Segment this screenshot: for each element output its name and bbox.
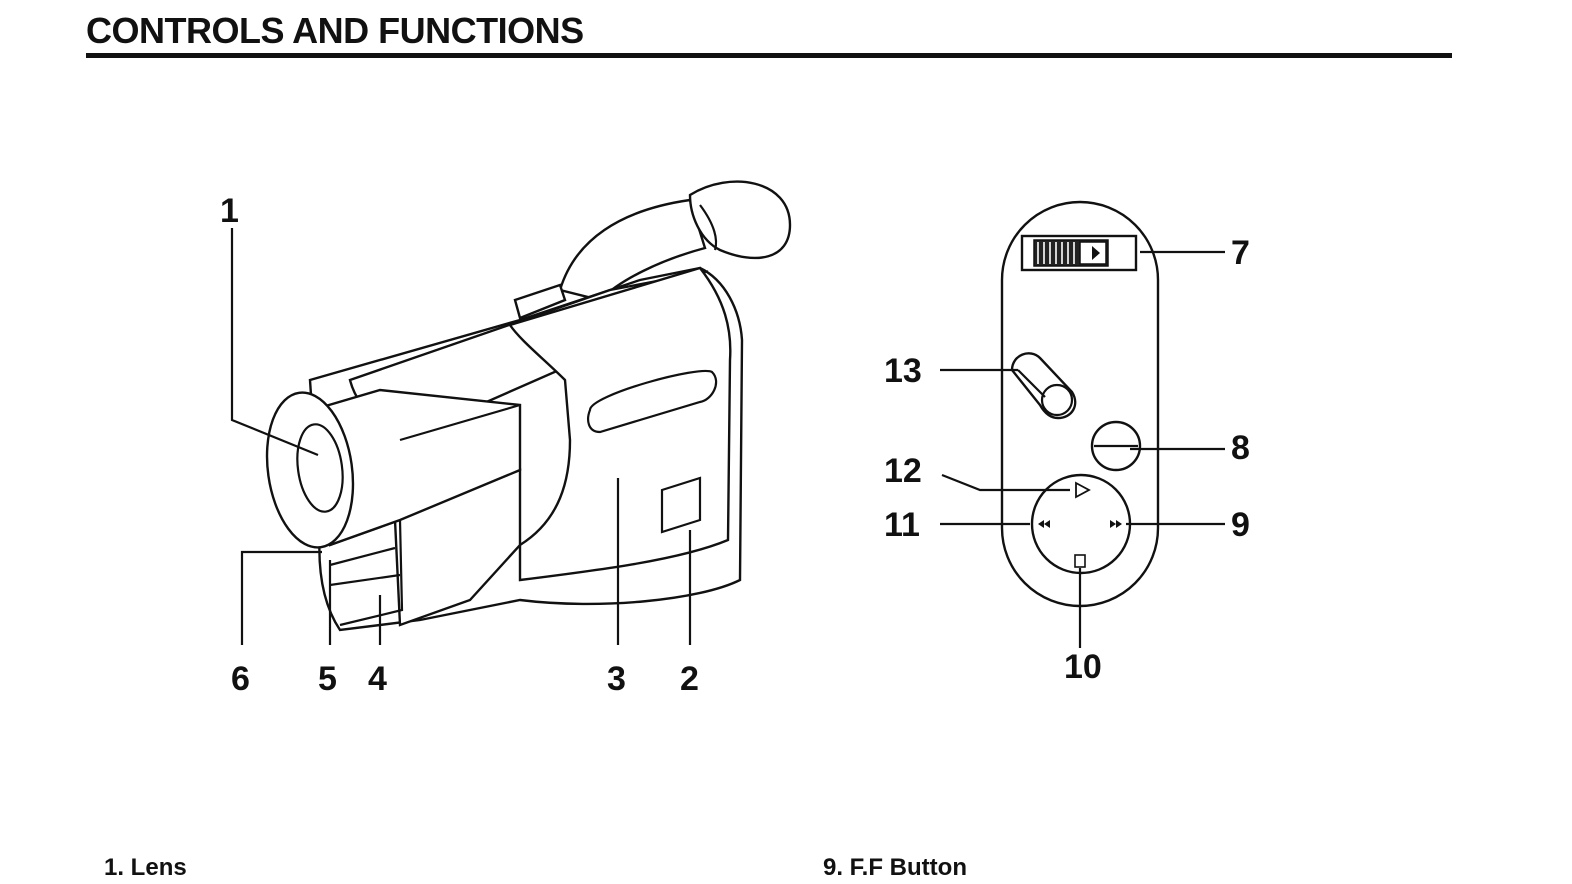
camcorder-leader-lines <box>230 228 692 645</box>
camcorder-illustration <box>265 180 792 632</box>
callout-3: 3 <box>607 660 626 698</box>
callout-11: 11 <box>884 506 920 544</box>
remote-panel-illustration <box>1000 200 1160 608</box>
title-rule <box>86 53 1452 58</box>
lever-icon <box>1010 352 1077 420</box>
round-button-icon <box>1090 420 1142 472</box>
callout-7: 7 <box>1231 234 1250 272</box>
callout-5: 5 <box>318 660 337 698</box>
callout-9: 9 <box>1231 506 1250 544</box>
callout-8: 8 <box>1231 429 1250 467</box>
callout-1: 1 <box>220 192 239 230</box>
caption-lens: 1. Lens <box>104 854 187 881</box>
callout-10: 10 <box>1064 648 1102 686</box>
callout-6: 6 <box>231 660 250 698</box>
page-title: CONTROLS AND FUNCTIONS <box>86 10 584 51</box>
caption-ff-button: 9. F.F Button <box>823 854 967 881</box>
remote-leader-lines <box>940 250 1225 648</box>
callout-13: 13 <box>884 352 922 390</box>
slide-switch-icon <box>1020 234 1138 272</box>
callout-2: 2 <box>680 660 699 698</box>
transport-dial-icon <box>1030 473 1132 575</box>
callout-12: 12 <box>884 452 922 490</box>
callout-4: 4 <box>368 660 387 698</box>
